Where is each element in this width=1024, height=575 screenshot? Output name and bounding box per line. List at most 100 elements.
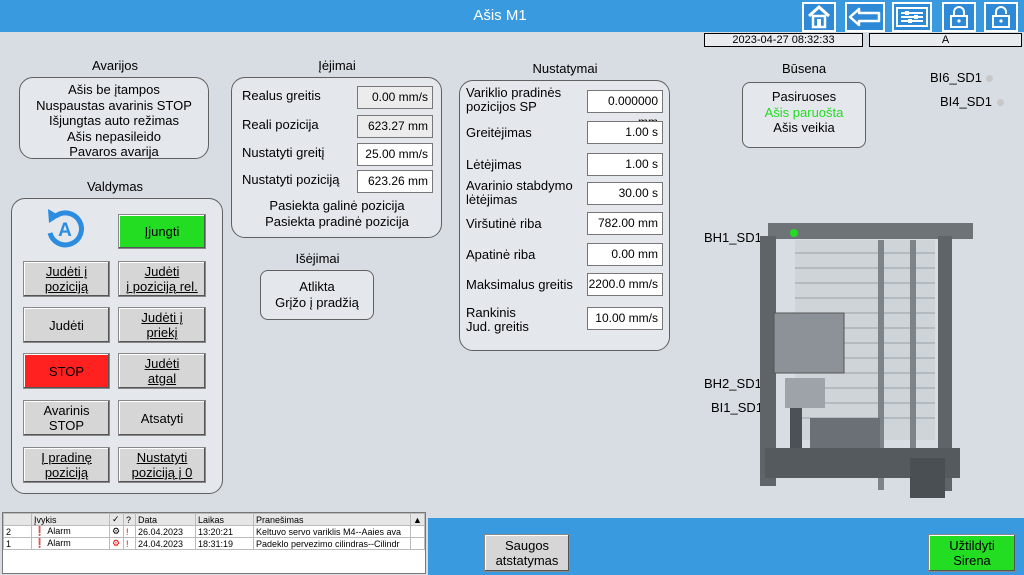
virsutine-riba-input[interactable]: 782.00 mm: [587, 212, 663, 235]
col-pranesimas: Pranešimas: [253, 513, 411, 526]
machine-illustration: [760, 223, 973, 498]
row-type: ❗ Alarm: [31, 525, 110, 538]
row-type-text: Alarm: [47, 526, 71, 537]
row-type: ❗ Alarm: [31, 537, 110, 550]
busena-panel: Pasiruoses Ašis paruošta Ašis veikia: [742, 82, 866, 148]
label-line: Avarinio stabdymo: [466, 178, 573, 193]
nustatyti-greiti-input[interactable]: 25.00 mm/s: [357, 143, 433, 166]
isejimai-panel: Atlikta Grįžo į pradžią: [260, 270, 374, 320]
avarijos-title: Avarijos: [91, 58, 138, 73]
stop-button[interactable]: STOP: [23, 353, 110, 389]
ack-icon: ⚙: [109, 525, 124, 538]
reali-pozicija-value: 623.27 mm: [357, 115, 433, 138]
alarm-table: Įvykis ✓ ? Data Laikas Pranešimas ▲ 2 ❗ …: [2, 512, 426, 574]
greitejimas-input[interactable]: 1.00 s: [587, 121, 663, 144]
bi6-sensor-label: BI6_SD1: [930, 70, 983, 85]
bh2-sensor-label: BH2_SD1: [704, 376, 762, 391]
state-ready-line: Pasiruoses: [771, 89, 837, 104]
btn-line: poziciją į 0: [131, 465, 193, 480]
bi4-sensor-led: [997, 99, 1004, 106]
auto-refresh-icon: A: [47, 209, 84, 248]
busena-title: Būsena: [781, 61, 827, 76]
bh1-indicator-led: [790, 229, 798, 237]
label-line: Jud. greitis: [466, 319, 529, 334]
alarm-line: Nuspaustas avarinis STOP: [36, 97, 192, 113]
label-line: Rankinis: [466, 305, 516, 320]
lock-icon: [950, 6, 968, 28]
col-data: Data: [135, 513, 196, 526]
judeti-button[interactable]: Judėti: [23, 307, 110, 343]
state-axis-ready-line: Ašis paruošta: [764, 104, 844, 120]
btn-line: Sirena: [953, 553, 991, 568]
alarm-icon: ❗: [34, 538, 46, 549]
nustatymai-title: Nustatymai: [532, 61, 598, 76]
letejimas-input[interactable]: 1.00 s: [587, 153, 663, 176]
back-icon: [848, 7, 881, 27]
col-ivykis: Įvykis: [31, 513, 110, 526]
btn-line: į poziciją rel.: [126, 279, 198, 294]
scroll-track[interactable]: [410, 525, 425, 538]
btn-line: Nustatyti: [136, 450, 188, 465]
unlock-button[interactable]: [984, 2, 1018, 32]
virsutine-riba-label: Viršutinė riba: [466, 216, 542, 231]
reali-pozicija-label: Reali pozicija: [242, 117, 319, 132]
bi1-sensor-label: BI1_SD1: [711, 400, 764, 415]
btn-line: Į pradinę: [41, 450, 92, 465]
auto-mode-button[interactable]: A: [40, 205, 90, 251]
alarm-line: Pavaros avarija: [69, 144, 159, 159]
label-line: lėtėjimas: [466, 192, 518, 207]
table-row[interactable]: 1 ❗ Alarm ⚙ ! 24.04.2023 18:31:19 Padekl…: [3, 537, 425, 550]
state-running-line: Ašis veikia: [773, 120, 835, 135]
row-message: Keltuvo servo variklis M4--Aaies ava: [253, 525, 411, 538]
realus-greitis-value: 0.00 mm/s: [357, 86, 433, 109]
scroll-track[interactable]: [410, 537, 425, 550]
status-line: Pasiekta galinė pozicija: [269, 198, 405, 213]
maksimalus-greitis-input[interactable]: 2200.0 mm/s: [587, 273, 663, 296]
btn-line: atstatymas: [495, 553, 559, 568]
avarinio-stabdymo-input[interactable]: 30.00 s: [587, 182, 663, 205]
scroll-up-icon[interactable]: ▲: [410, 513, 425, 526]
btn-line: Judėti: [144, 356, 180, 371]
btn-line: Avarinis: [43, 403, 90, 418]
apatine-riba-label: Apatinė riba: [466, 247, 536, 262]
atsatyti-button[interactable]: Atsatyti: [118, 400, 206, 436]
nustatyti-pozicija-input[interactable]: 623.26 mm: [357, 170, 433, 193]
valdymas-title: Valdymas: [86, 179, 144, 194]
btn-line: Judėti: [144, 264, 180, 279]
row-date: 24.04.2023: [135, 537, 196, 550]
ijungti-button[interactable]: Įjungti: [118, 214, 206, 249]
greitejimas-label: Greitėjimas: [466, 125, 532, 140]
alarm-icon: ❗: [34, 526, 46, 537]
back-button[interactable]: [845, 2, 885, 32]
label-line: Variklio pradinės: [466, 85, 562, 100]
table-row[interactable]: 2 ❗ Alarm ⚙ ! 26.04.2023 13:20:21 Keltuv…: [3, 525, 425, 538]
settings-button[interactable]: [892, 2, 932, 32]
rankinis-greitis-input[interactable]: 10.00 mm/s: [587, 307, 663, 330]
home-button[interactable]: [802, 2, 836, 32]
output-line: Atlikta: [299, 279, 335, 294]
avarijos-panel: Ašis be įtampos Nuspaustas avarinis STOP…: [19, 77, 209, 159]
btn-line: priekį: [146, 325, 178, 340]
home-icon: [807, 5, 831, 29]
bi4-sensor-label: BI4_SD1: [940, 94, 993, 109]
lock-button[interactable]: [942, 2, 976, 32]
bh1-sensor-label: BH1_SD1: [704, 230, 762, 245]
output-line: Grįžo į pradžią: [275, 294, 359, 310]
variklio-sp-input[interactable]: 0.000000 mm: [587, 90, 663, 129]
row-time: 13:20:21: [195, 525, 254, 538]
ieijimai-status: Pasiekta galinė pozicija Pasiekta pradin…: [232, 198, 442, 229]
apatine-riba-input[interactable]: 0.00 mm: [587, 243, 663, 266]
btn-line: poziciją: [44, 465, 89, 480]
btn-line: atgal: [147, 371, 177, 386]
alert-icon: !: [123, 537, 136, 550]
